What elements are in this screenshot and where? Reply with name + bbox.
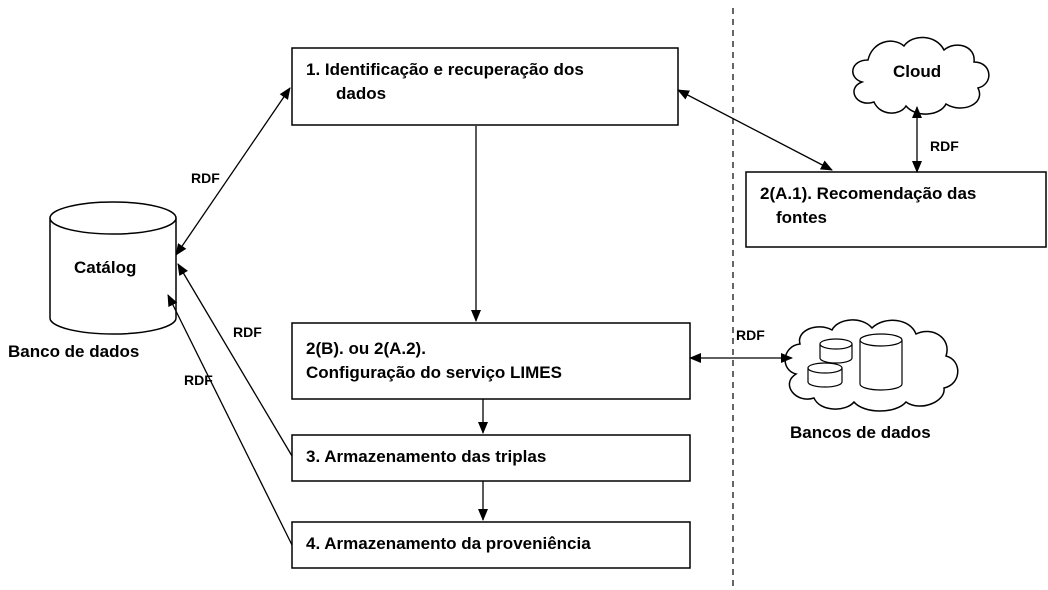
box2b-line1: 2(B). ou 2(A.2). bbox=[306, 339, 426, 358]
arrow-box1-recomendacao bbox=[677, 89, 833, 171]
box1-title: 1. Identificação e recuperação dos dados bbox=[306, 58, 584, 106]
box-recomendacao bbox=[745, 171, 1047, 248]
arrow-proveniencia-catalog bbox=[167, 294, 293, 546]
box-triplas bbox=[291, 434, 691, 482]
catalog-cylinder-icon bbox=[49, 201, 177, 335]
box2a1-line1: 2(A.1). Recomendação das bbox=[760, 184, 977, 203]
box2a1-title: 2(A.1). Recomendação das fontes bbox=[760, 182, 976, 230]
catalog-caption: Banco de dados bbox=[8, 342, 140, 361]
rdf-label-cloud: RDF bbox=[930, 138, 959, 154]
arrow-triplas-catalog bbox=[177, 263, 293, 457]
rdf-label-box3: RDF bbox=[233, 324, 262, 340]
arrow-box1-catalog bbox=[175, 87, 291, 256]
box2b-line2: Configuração do serviço LIMES bbox=[306, 363, 562, 382]
box-identificacao bbox=[291, 47, 679, 126]
box3-title: 3. Armazenamento das triplas bbox=[306, 447, 547, 466]
cloud-label: Cloud bbox=[893, 62, 942, 81]
box4-title: 4. Armazenamento da proveniência bbox=[306, 534, 591, 553]
rdf-label-limes: RDF bbox=[736, 327, 765, 343]
catalog-label: Catálog bbox=[74, 258, 137, 277]
box-proveniencia bbox=[291, 521, 691, 569]
rdf-label-box1: RDF bbox=[191, 170, 220, 186]
rdf-label-box4: RDF bbox=[184, 372, 213, 388]
databases-cloud-icon bbox=[784, 319, 959, 412]
box1-line2: dados bbox=[336, 84, 387, 103]
cloud-icon bbox=[852, 36, 990, 115]
databases-caption: Bancos de dados bbox=[790, 423, 931, 442]
box1-line1: 1. Identificação e recuperação dos bbox=[306, 60, 584, 79]
box2b-title: 2(B). ou 2(A.2). Configuração do serviço… bbox=[306, 337, 562, 385]
box2a1-line2: fontes bbox=[776, 208, 827, 227]
